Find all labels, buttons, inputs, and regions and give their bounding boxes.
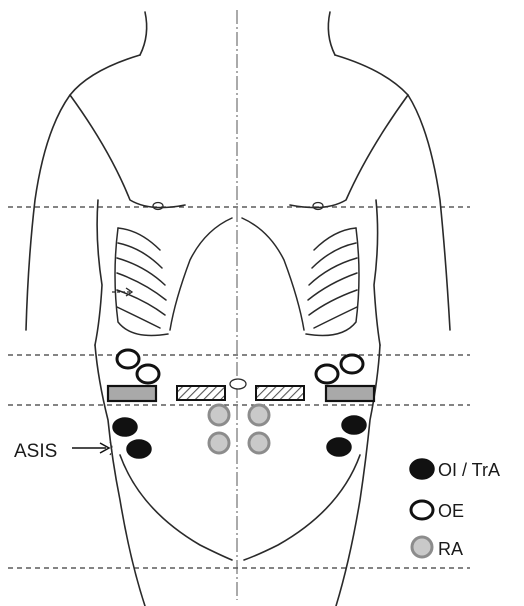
grey-block-right [326,386,374,401]
ra-marker [249,405,269,425]
ra-marker [249,433,269,453]
oi-tra-markers [113,416,366,458]
rib-cage-right [242,218,359,336]
oi-tra-marker [342,416,366,434]
oi-tra-marker [327,438,351,456]
oe-marker [117,350,139,368]
oe-marker [316,365,338,383]
rib-cage-left [115,218,232,336]
grey-block-left [108,386,156,401]
legend-open-circle [411,501,433,519]
legend-label-oi-tra: OI / TrA [438,460,500,480]
legend-filled-black-circle [410,459,434,479]
legend-grey-circle [412,537,432,557]
umbilicus [230,379,246,389]
legend-item-oi-tra: OI / TrA [410,459,500,480]
body-outline [26,12,450,606]
ra-markers [209,405,269,453]
oi-tra-marker [127,440,151,458]
ra-marker [209,405,229,425]
oe-marker [341,355,363,373]
legend-item-oe: OE [411,501,464,521]
hatched-block-right [256,386,304,400]
asis-annotation: ASIS [14,441,112,462]
legend-label-ra: RA [438,539,463,559]
legend-item-ra: RA [412,537,463,559]
asis-label: ASIS [14,441,57,462]
oi-tra-marker [113,418,137,436]
oe-marker [137,365,159,383]
legend-label-oe: OE [438,501,464,521]
ra-marker [209,433,229,453]
hatched-block-left [177,386,225,400]
legend: OI / TrA OE RA [410,459,500,559]
